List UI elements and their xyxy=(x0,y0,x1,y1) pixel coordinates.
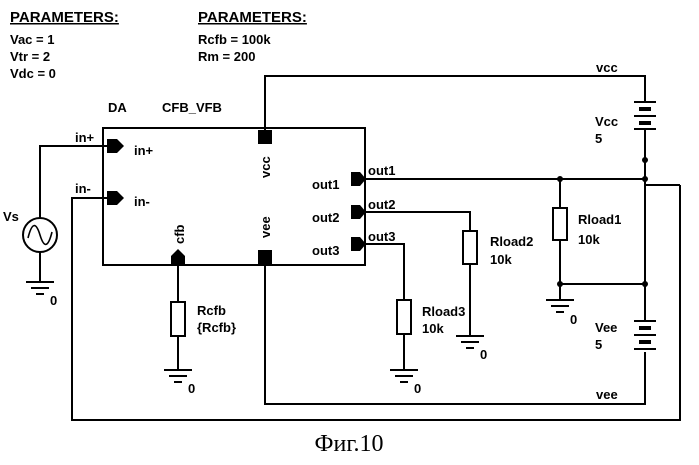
pin-vcc-marker xyxy=(258,130,272,144)
junction-supply-rload1 xyxy=(642,281,648,287)
rload1-resistor xyxy=(553,208,567,240)
parameters-block-1: PARAMETERS: Vac = 1 Vtr = 2 Vdc = 0 xyxy=(10,9,119,81)
parameters-title-2: PARAMETERS: xyxy=(198,9,307,26)
net-label-out2: out2 xyxy=(368,197,395,212)
pin-out1-marker xyxy=(351,172,366,186)
wire-in-plus xyxy=(40,146,107,224)
pin-out2-marker xyxy=(351,205,366,219)
vee-source-value: 5 xyxy=(595,337,602,352)
vs-source: Vs xyxy=(3,209,57,282)
ground-label: 0 xyxy=(414,381,421,396)
vs-label: Vs xyxy=(3,209,19,224)
pin-label-cfb: cfb xyxy=(172,224,187,244)
ground-icon-rload3: 0 xyxy=(390,370,421,396)
rload3-value: 10k xyxy=(422,321,444,336)
parameters-block-2: PARAMETERS: Rcfb = 100k Rm = 200 xyxy=(198,9,307,64)
vcc-source-name: Vcc xyxy=(595,114,618,129)
ground-label: 0 xyxy=(188,381,195,396)
pin-label-vcc: vcc xyxy=(258,156,273,178)
block-ref-label: DA xyxy=(108,100,127,115)
rcfb-name: Rcfb xyxy=(197,303,226,318)
rload1-value: 10k xyxy=(578,232,600,247)
ground-label: 0 xyxy=(50,293,57,308)
pin-label-out2: out2 xyxy=(312,210,339,225)
rcfb-resistor xyxy=(171,302,185,336)
net-label-out1: out1 xyxy=(368,163,395,178)
wire-rload1-bottom xyxy=(560,240,645,284)
pin-label-in-plus: in+ xyxy=(134,143,154,158)
pin-out3-marker xyxy=(351,237,366,251)
vcc-source-value: 5 xyxy=(595,131,602,146)
pin-label-in-minus: in- xyxy=(134,194,150,209)
net-label-in-minus: in- xyxy=(75,181,91,196)
ground-label: 0 xyxy=(480,347,487,362)
rload3-name: Rload3 xyxy=(422,304,465,319)
ground-icon-vs: 0 xyxy=(26,282,57,308)
pin-vee-marker xyxy=(258,250,272,264)
net-label-vcc: vcc xyxy=(596,60,618,75)
figure-caption: Фиг.10 xyxy=(315,431,384,457)
pin-in-minus-marker xyxy=(107,191,124,205)
vee-battery: Vee 5 xyxy=(595,320,656,352)
param-vac: Vac = 1 xyxy=(10,32,54,47)
pin-label-out3: out3 xyxy=(312,243,339,258)
wire-out3 xyxy=(366,244,404,300)
block-part-label: CFB_VFB xyxy=(162,100,222,115)
parameters-title-1: PARAMETERS: xyxy=(10,9,119,26)
rload2-name: Rload2 xyxy=(490,234,533,249)
junction-out1 xyxy=(557,176,563,182)
pin-in-plus-marker xyxy=(107,139,124,153)
net-label-out3: out3 xyxy=(368,229,395,244)
junction-supply-mid xyxy=(642,157,648,163)
rload2-resistor xyxy=(463,231,477,264)
param-vdc: Vdc = 0 xyxy=(10,66,56,81)
rload3-resistor xyxy=(397,300,411,334)
pin-label-out1: out1 xyxy=(312,177,339,192)
ground-icon-rload2: 0 xyxy=(456,336,487,362)
net-label-vee: vee xyxy=(596,387,618,402)
param-vtr: Vtr = 2 xyxy=(10,49,50,64)
ground-label: 0 xyxy=(570,312,577,327)
ground-icon-rload1: 0 xyxy=(546,300,577,327)
net-label-in-plus: in+ xyxy=(75,130,95,145)
param-rcfb: Rcfb = 100k xyxy=(198,32,271,47)
wire-vcc xyxy=(265,76,645,130)
rload2-value: 10k xyxy=(490,252,512,267)
rload1-name: Rload1 xyxy=(578,212,621,227)
vcc-battery: Vcc 5 xyxy=(595,102,656,146)
vee-source-name: Vee xyxy=(595,320,617,335)
rcfb-value: {Rcfb} xyxy=(197,320,236,335)
ground-icon-rcfb: 0 xyxy=(164,370,195,396)
param-rm: Rm = 200 xyxy=(198,49,255,64)
pin-label-vee: vee xyxy=(258,216,273,238)
pin-cfb-marker xyxy=(171,249,185,264)
junction-rload1-gnd xyxy=(557,281,563,287)
junction-supply-out1 xyxy=(642,176,648,182)
